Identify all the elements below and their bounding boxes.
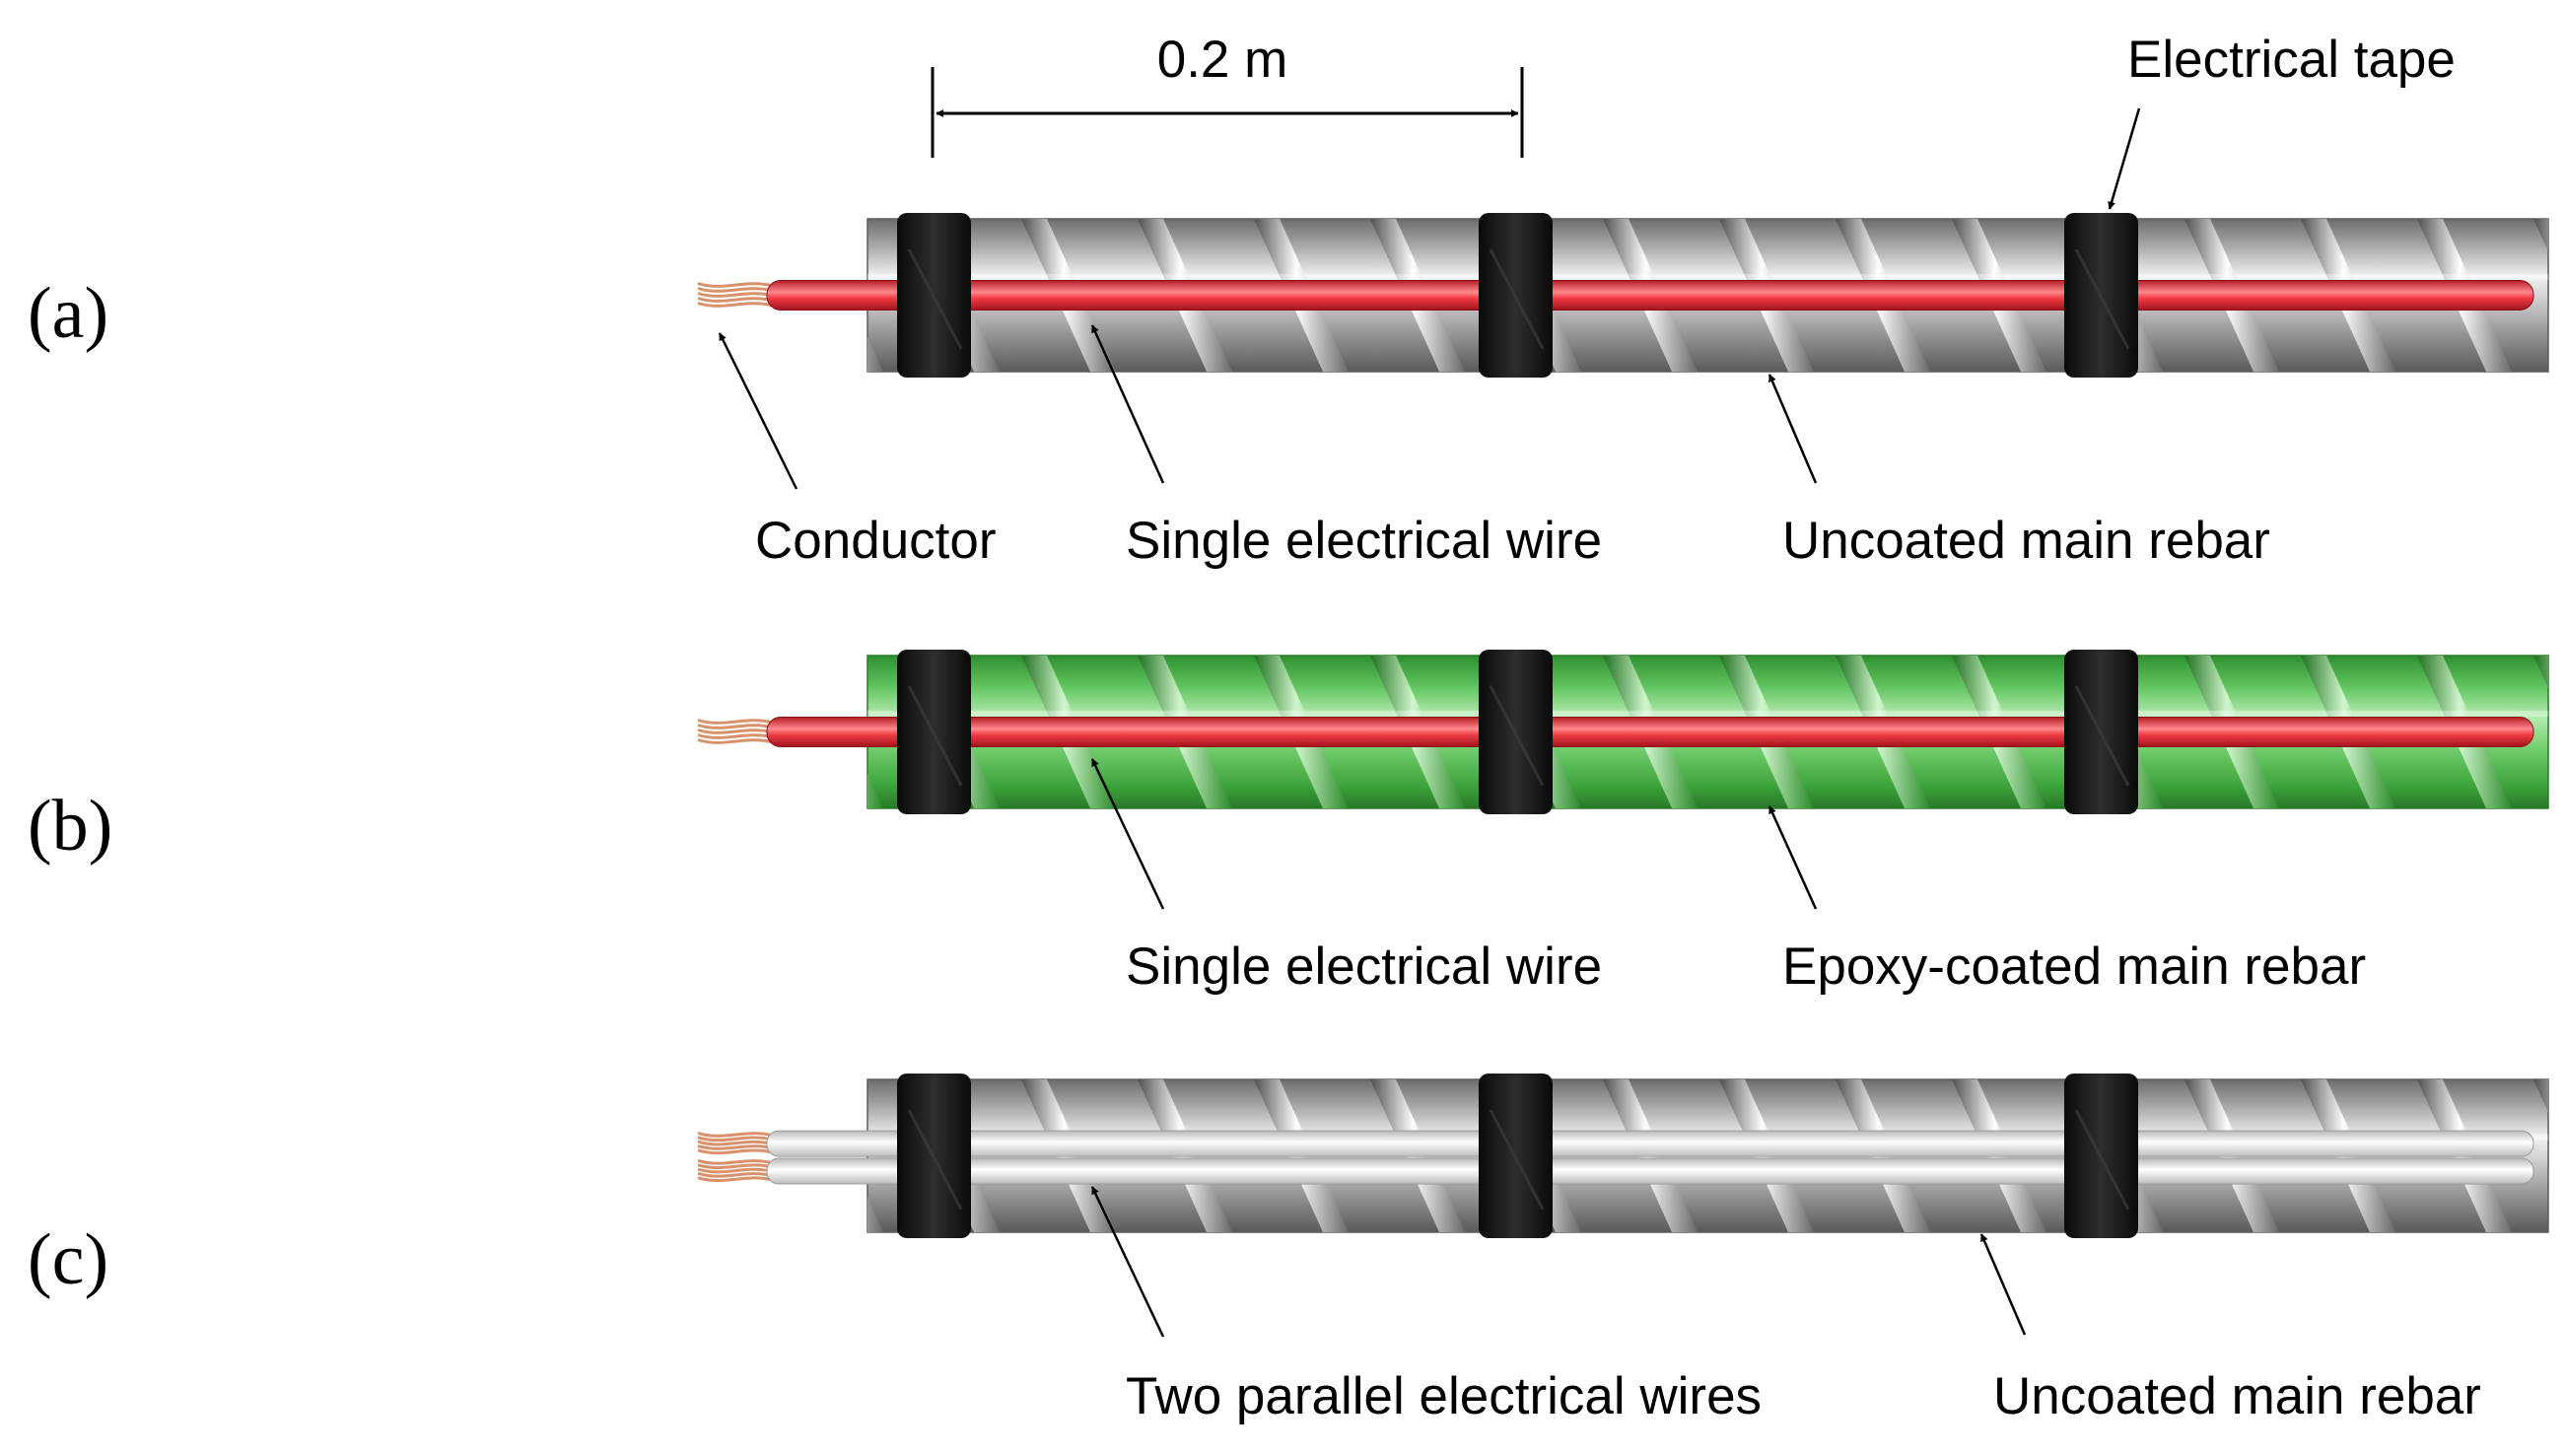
electrical-tape-band bbox=[897, 1074, 971, 1238]
dimension-label: 0.2 m bbox=[1157, 31, 1288, 89]
rebar-group-c bbox=[697, 1074, 2549, 1238]
copper-conductor-strands bbox=[697, 1158, 772, 1182]
rebar-rib bbox=[2533, 656, 2548, 689]
pointer-arrow-rebar-b bbox=[1768, 805, 1818, 910]
panel-c: (c) Two parallel electrical wires Uncoat… bbox=[28, 1074, 2549, 1425]
rebar-rib bbox=[2533, 219, 2548, 252]
copper-conductor-strands bbox=[697, 282, 772, 308]
rebar-label-c: Uncoated main rebar bbox=[1993, 1367, 2481, 1425]
copper-conductor-strands bbox=[697, 719, 772, 744]
pointer-arrow-wire-c bbox=[1090, 1186, 1165, 1338]
electrical-tape-band bbox=[2064, 650, 2138, 814]
panel-label-c: (c) bbox=[28, 1219, 108, 1300]
electrical-tape-band bbox=[2064, 1074, 2138, 1238]
rebar-label-b: Epoxy-coated main rebar bbox=[1782, 937, 2366, 996]
pointer-arrow-rebar-c bbox=[1979, 1233, 2027, 1336]
electrical-tape-band bbox=[1479, 1074, 1553, 1238]
electrical-tape-band bbox=[2064, 213, 2138, 378]
electrical-wire bbox=[766, 280, 2534, 311]
conductor-label: Conductor bbox=[755, 512, 997, 570]
pointer-arrow-wire-a bbox=[1090, 324, 1165, 484]
electrical-tape-band bbox=[1479, 213, 1553, 378]
electrical-wire bbox=[766, 1157, 2534, 1185]
rebar-label-a: Uncoated main rebar bbox=[1782, 512, 2270, 570]
electrical-tape-band bbox=[897, 213, 971, 378]
panel-b: (b) Single electrical wire Epoxy-coated … bbox=[28, 650, 2549, 996]
rebar-group-b bbox=[697, 650, 2549, 814]
rebar-rib bbox=[2533, 1079, 2548, 1113]
electrical-tape-band bbox=[897, 650, 971, 814]
pointer-arrow-tape bbox=[2108, 107, 2141, 210]
electrical-wire bbox=[766, 1130, 2534, 1157]
copper-conductor-strands bbox=[697, 1131, 772, 1155]
pointer-arrow-wire-b bbox=[1090, 758, 1165, 910]
panel-a: (a) 0.2 m Electrical tape Conductor Sing… bbox=[28, 31, 2549, 570]
wire-label-c: Two parallel electrical wires bbox=[1126, 1367, 1762, 1425]
rebar-rib bbox=[867, 336, 883, 372]
wire-label-a: Single electrical wire bbox=[1126, 512, 1602, 570]
electrical-tape-band bbox=[1479, 650, 1553, 814]
rebar-rib bbox=[867, 1197, 883, 1232]
rebar-rib bbox=[867, 773, 883, 808]
electrical-tape-label: Electrical tape bbox=[2127, 31, 2456, 89]
panel-label-a: (a) bbox=[28, 273, 108, 354]
electrical-wire bbox=[766, 717, 2534, 747]
wire-label-b: Single electrical wire bbox=[1126, 937, 1602, 996]
rebar-group-a bbox=[697, 213, 2549, 378]
pointer-arrow-conductor bbox=[718, 332, 798, 490]
panel-label-b: (b) bbox=[28, 786, 112, 867]
pointer-arrow-rebar-a bbox=[1768, 374, 1818, 484]
